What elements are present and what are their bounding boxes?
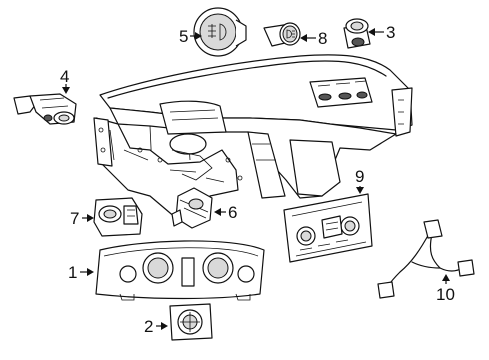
fog-lamp-icon	[208, 23, 227, 41]
callout-arrows	[62, 28, 450, 330]
part-10-wiring-harness	[377, 219, 475, 299]
part-4-sensor	[13, 93, 77, 125]
callout-labels: 5 8 3 4 7 6 9 10 1 2	[60, 23, 455, 336]
callout-2: 2	[144, 317, 153, 336]
callout-7: 7	[70, 209, 79, 228]
part-6-module	[171, 187, 213, 229]
callout-1: 1	[68, 263, 77, 282]
instrument-panel-structure	[93, 54, 413, 219]
part-5-fog-lamp-switch	[193, 7, 247, 57]
rear-fog-lamp-icon	[286, 29, 295, 39]
part-1-instrument-cluster	[95, 240, 265, 301]
callout-8: 8	[318, 29, 327, 48]
part-3-switch-cap	[343, 18, 371, 49]
callout-4: 4	[60, 67, 69, 86]
part-2-module	[169, 303, 213, 341]
part-9-climate-control	[283, 193, 373, 263]
callout-9: 9	[355, 167, 364, 186]
part-7-switch-pack	[93, 197, 143, 237]
callout-6: 6	[228, 203, 237, 222]
callout-5: 5	[179, 27, 188, 46]
part-8-rear-fog-switch	[263, 22, 301, 47]
callout-3: 3	[386, 23, 395, 42]
callout-10: 10	[436, 285, 455, 304]
